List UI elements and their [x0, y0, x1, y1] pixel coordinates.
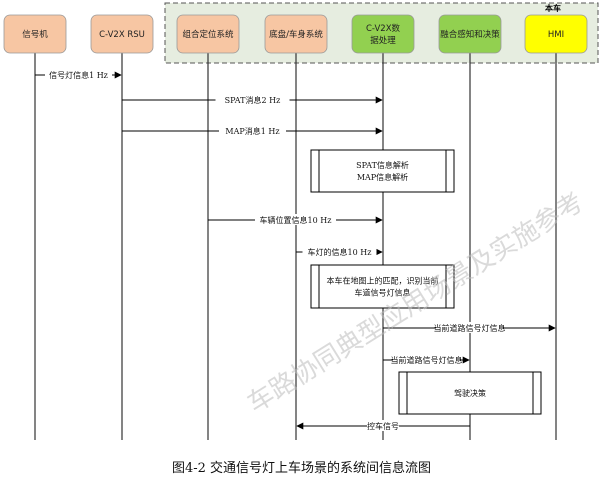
- process-box-line: 车道信号灯信息: [355, 288, 411, 298]
- actor-box: [90, 14, 154, 54]
- actor-label: 组合定位系统: [182, 29, 234, 40]
- process-box-line: SPAT信息解析: [356, 160, 409, 170]
- actor-box: [3, 14, 67, 54]
- actor-positioning: 组合定位系统: [176, 14, 240, 54]
- message-label: 控车信号: [367, 421, 399, 431]
- process-box-frame: [310, 264, 455, 309]
- actor-label: HMI: [548, 30, 564, 40]
- actor-chassis: 底盘/车身系统: [264, 14, 328, 54]
- message-label: 车灯的信息10 Hz: [308, 247, 372, 257]
- actors: 信号机 C-V2X RSU 组合定位系统 底盘/车身系统 C-V2X数据处理 融合感知和决…: [3, 14, 588, 54]
- message-2: SPAT消息2 Hz: [122, 94, 383, 105]
- process-box-frame: [398, 371, 542, 415]
- lifelines: [34, 53, 557, 440]
- actor-box: [176, 14, 240, 54]
- message-1: 信号灯信息1 Hz: [35, 69, 122, 80]
- message-label: 车辆位置信息10 Hz: [260, 215, 332, 225]
- message-label: 当前道路信号灯信息: [391, 355, 463, 365]
- message-4: 车辆位置信息10 Hz: [208, 214, 383, 225]
- actor-box: [524, 14, 588, 54]
- actor-v2x: C-V2X数据处理: [351, 14, 415, 54]
- actor-box: [351, 14, 415, 54]
- message-8: 控车信号: [296, 420, 470, 431]
- message-6: 当前道路信号灯信息: [383, 322, 556, 333]
- actor-label: C-V2X RSU: [99, 30, 145, 40]
- actor-box: [264, 14, 328, 54]
- figure-caption: 图4-2 交通信号灯上车场景的系统间信息流图: [171, 461, 432, 476]
- actor-label: 信号机: [22, 29, 48, 40]
- message-label: 信号灯信息1 Hz: [49, 70, 108, 80]
- process-box-line: 本车在地图上的匹配，识别当前: [327, 276, 439, 286]
- actor-hmi: HMI: [524, 14, 588, 54]
- process-box-frame: [310, 149, 455, 193]
- process-box-1: SPAT信息解析 MAP信息解析: [310, 149, 455, 193]
- process-box-3: 驾驶决策: [398, 371, 542, 415]
- process-box-line: 驾驶决策: [454, 388, 486, 398]
- message-3: MAP消息1 Hz: [122, 125, 383, 136]
- message-label: MAP消息1 Hz: [225, 126, 279, 136]
- actor-signal: 信号机: [3, 14, 67, 54]
- messages: 信号灯信息1 Hz SPAT消息2 Hz MAP消息1 Hz 车辆位置信息10 Hz 车…: [35, 69, 556, 431]
- group-tag: 本车: [544, 3, 561, 13]
- actor-label: 底盘/车身系统: [269, 29, 323, 40]
- actor-label: 融合感知和决策: [440, 29, 500, 40]
- process-box-line: MAP信息解析: [357, 172, 408, 182]
- message-label: SPAT消息2 Hz: [225, 95, 281, 105]
- actor-box: [438, 14, 502, 54]
- actor-rsu: C-V2X RSU: [90, 14, 154, 54]
- actor-fusion: 融合感知和决策: [438, 14, 502, 54]
- message-label: 当前道路信号灯信息: [434, 323, 506, 333]
- message-5: 车灯的信息10 Hz: [296, 246, 383, 257]
- message-7: 当前道路信号灯信息: [383, 354, 470, 365]
- actor-label: C-V2X数据处理: [366, 23, 401, 46]
